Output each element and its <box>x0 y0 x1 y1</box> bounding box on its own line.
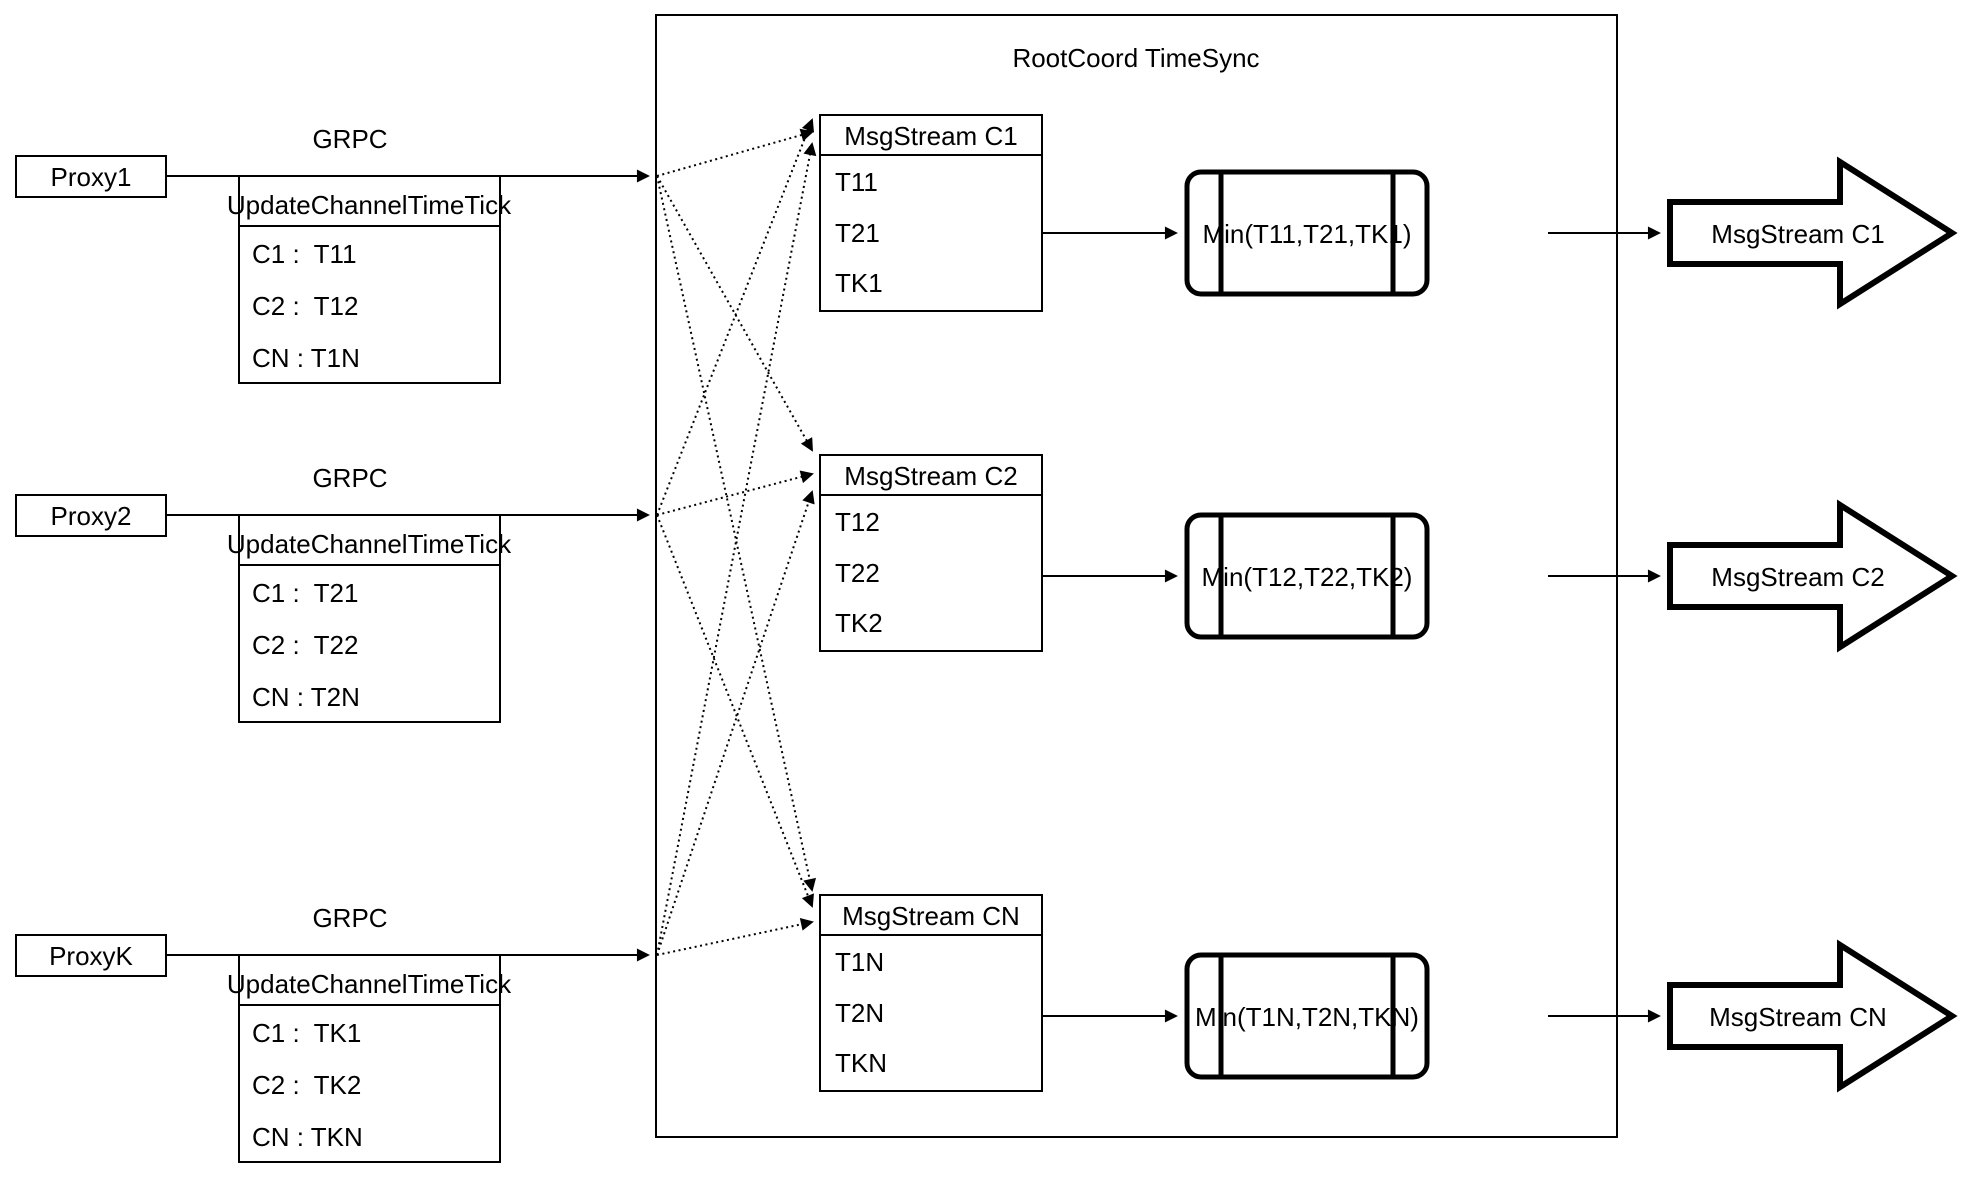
output-arrow <box>1667 499 1958 653</box>
msgstream-table-header: MsgStream CN <box>842 901 1020 931</box>
update-table-row: CN : TKN <box>252 1122 363 1152</box>
msgstream-table <box>819 114 1043 312</box>
min-label: Min(T12,T22,TK2) <box>1202 562 1413 592</box>
update-table-row: C1 : TK1 <box>252 1018 361 1048</box>
update-timetick-table <box>238 514 501 723</box>
min-label: Min(T11,T21,TK1) <box>1202 219 1411 249</box>
output-arrow <box>1667 939 1958 1093</box>
proxy-label: ProxyK <box>49 941 133 971</box>
msgstream-table <box>819 454 1043 652</box>
msgstream-row: T1N <box>835 947 884 977</box>
msgstream-row: T21 <box>835 218 880 248</box>
update-table-header: UpdateChannelTimeTick <box>227 969 512 999</box>
min-box <box>1184 169 1430 297</box>
min-box <box>1184 512 1430 640</box>
update-timetick-table <box>238 954 501 1163</box>
msgstream-row: T12 <box>835 507 880 537</box>
msgstream-table <box>819 894 1043 1092</box>
msgstream-table-header: MsgStream C2 <box>844 461 1017 491</box>
timetick-dotted-arrow <box>656 470 814 516</box>
grpc-label: GRPC <box>312 463 387 493</box>
msgstream-row: TK2 <box>835 608 883 638</box>
proxy-label: Proxy1 <box>51 162 132 192</box>
timetick-dotted-arrow <box>656 917 814 956</box>
msgstream-row: TK1 <box>835 268 883 298</box>
proxy-box <box>15 155 167 198</box>
output-arrow-label: MsgStream C2 <box>1711 562 1884 592</box>
output-arrow-label: MsgStream C1 <box>1711 219 1884 249</box>
proxy-box <box>15 494 167 537</box>
update-table-row: C1 : T11 <box>252 239 357 269</box>
update-table-header: UpdateChannelTimeTick <box>227 190 512 220</box>
update-table-row: C2 : T22 <box>252 630 358 660</box>
proxy-box <box>15 934 167 977</box>
grpc-label: GRPC <box>312 903 387 933</box>
update-timetick-table <box>238 175 501 384</box>
msgstream-row: T2N <box>835 998 884 1028</box>
min-label: Min(T1N,T2N,TKN) <box>1195 1002 1419 1032</box>
update-table-row: C2 : T12 <box>252 291 358 321</box>
msgstream-table-header: MsgStream C1 <box>844 121 1017 151</box>
timetick-dotted-arrows <box>656 118 817 956</box>
msgstream-row: T11 <box>835 167 878 197</box>
grpc-label: GRPC <box>312 124 387 154</box>
update-table-row: CN : T1N <box>252 343 360 373</box>
msgstream-row: T22 <box>835 558 880 588</box>
min-box <box>1184 952 1430 1080</box>
timetick-dotted-arrow <box>656 142 817 956</box>
msgstream-row: TKN <box>835 1048 887 1078</box>
output-arrow <box>1667 156 1958 310</box>
output-arrow-label: MsgStream CN <box>1709 1002 1887 1032</box>
update-table-row: C1 : T21 <box>252 578 358 608</box>
timetick-dotted-arrow <box>656 175 817 892</box>
proxy-label: Proxy2 <box>51 501 132 531</box>
rootcoord-title: RootCoord TimeSync <box>1012 43 1259 73</box>
update-table-row: CN : T2N <box>252 682 360 712</box>
timetick-dotted-arrow <box>656 514 814 908</box>
update-table-row: C2 : TK2 <box>252 1070 361 1100</box>
update-table-header: UpdateChannelTimeTick <box>227 529 512 559</box>
timetick-dotted-arrow <box>656 118 815 516</box>
